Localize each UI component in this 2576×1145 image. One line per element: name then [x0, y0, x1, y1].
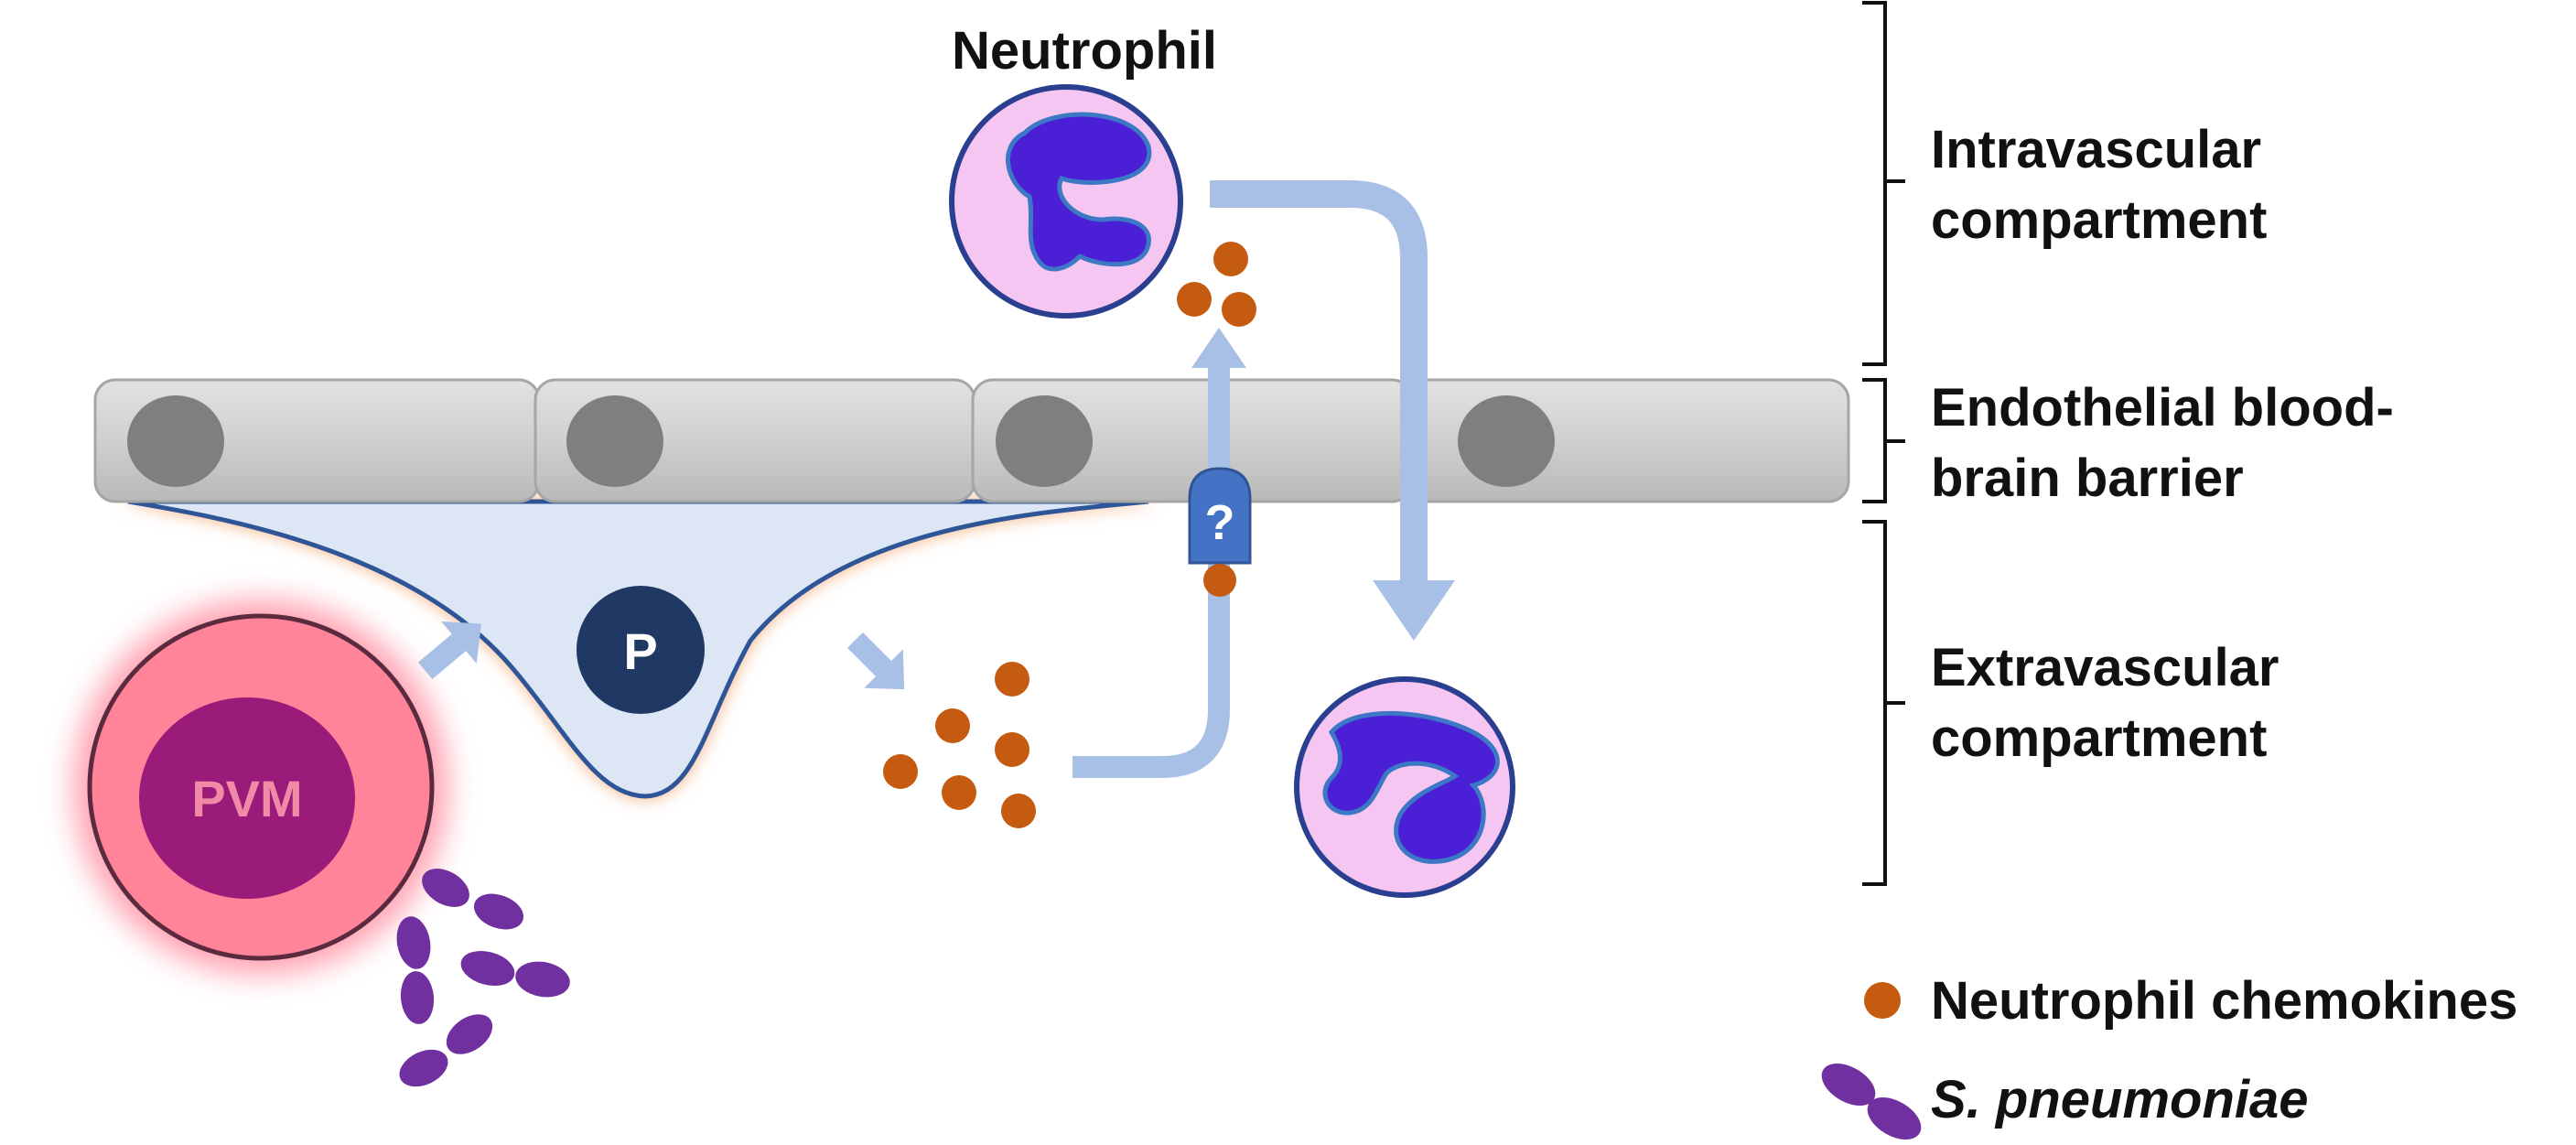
- endothelial-nucleus: [996, 395, 1093, 487]
- bracket-endothelial: [1862, 378, 1905, 503]
- neutrophil-migration-arrow: [1210, 180, 1455, 641]
- extravascular-label-line1: Extravascular: [1931, 638, 2280, 697]
- chemokine-dot: [1222, 292, 1256, 327]
- neutrophil-intravascular: [949, 84, 1183, 319]
- pvm-to-pericyte-arrow: [417, 621, 481, 680]
- pericyte-label: P: [623, 622, 657, 680]
- intravascular-chemokines: [1177, 242, 1256, 327]
- transporter-question-mark: ?: [1205, 495, 1235, 550]
- transporter: ?: [1188, 467, 1252, 597]
- pvm-cell: PVM: [73, 600, 448, 975]
- endothelial-cell-2: [534, 378, 976, 503]
- pvm-nucleus: [139, 697, 355, 899]
- chemokine-dot: [1203, 564, 1236, 597]
- endothelial-nucleus: [1458, 395, 1555, 487]
- extravascular-label-line2: compartment: [1931, 708, 2268, 768]
- endothelial-nucleus: [127, 395, 224, 487]
- endothelial-label-line2: brain barrier: [1931, 448, 2244, 508]
- pericyte-to-chemokine-arrow: [846, 632, 905, 690]
- chemokine-cluster: [883, 662, 1036, 828]
- neutrophil-nucleus: [1322, 710, 1500, 864]
- legend-bacteria-label: S. pneumoniae: [1931, 1070, 2309, 1129]
- bacterium: [422, 869, 469, 907]
- endothelial-nucleus: [566, 395, 663, 487]
- chemokine-dot: [1177, 282, 1212, 317]
- bacterium: [515, 961, 570, 998]
- neutrophil-nucleus: [1006, 112, 1152, 272]
- bracket-extravascular: [1862, 520, 1905, 886]
- compartment-brackets: [1862, 1, 1905, 886]
- legend-chemokines-label: Neutrophil chemokines: [1931, 971, 2518, 1031]
- bacterium: [473, 893, 524, 930]
- pvm-label: PVM: [191, 770, 302, 827]
- chemokine-dot: [1001, 794, 1036, 828]
- endothelial-cell-4: [1407, 378, 1850, 503]
- legend-bacteria-swatch: [1821, 1064, 1922, 1140]
- chemokine-dot: [935, 708, 970, 743]
- neutrophil-title: Neutrophil: [952, 21, 1217, 81]
- chemokine-dot: [1213, 242, 1248, 276]
- bacterium: [460, 950, 515, 987]
- chemokine-dot: [995, 662, 1029, 697]
- pericyte-nucleus: P: [577, 586, 705, 714]
- chemokine-dot: [995, 732, 1029, 767]
- chemokine-dot: [942, 775, 976, 810]
- bacterium: [396, 916, 431, 969]
- intravascular-label-line2: compartment: [1931, 190, 2268, 250]
- bracket-intravascular: [1862, 1, 1905, 366]
- intravascular-label-line1: Intravascular: [1931, 120, 2262, 179]
- endothelial-cell-1: [93, 378, 541, 503]
- bacterium: [446, 1014, 493, 1054]
- legend-chemokine-swatch: [1864, 982, 1901, 1019]
- bacteria-cluster: [396, 869, 570, 1087]
- chemokine-dot: [883, 754, 918, 789]
- bacterium: [400, 971, 435, 1024]
- bacterium: [399, 1049, 448, 1087]
- endothelial-label-line1: Endothelial blood-: [1931, 378, 2394, 437]
- endothelial-barrier: [93, 378, 1850, 503]
- chemokine-transport-arrow: [1072, 328, 1246, 778]
- neutrophil-extravascular: [1294, 676, 1515, 898]
